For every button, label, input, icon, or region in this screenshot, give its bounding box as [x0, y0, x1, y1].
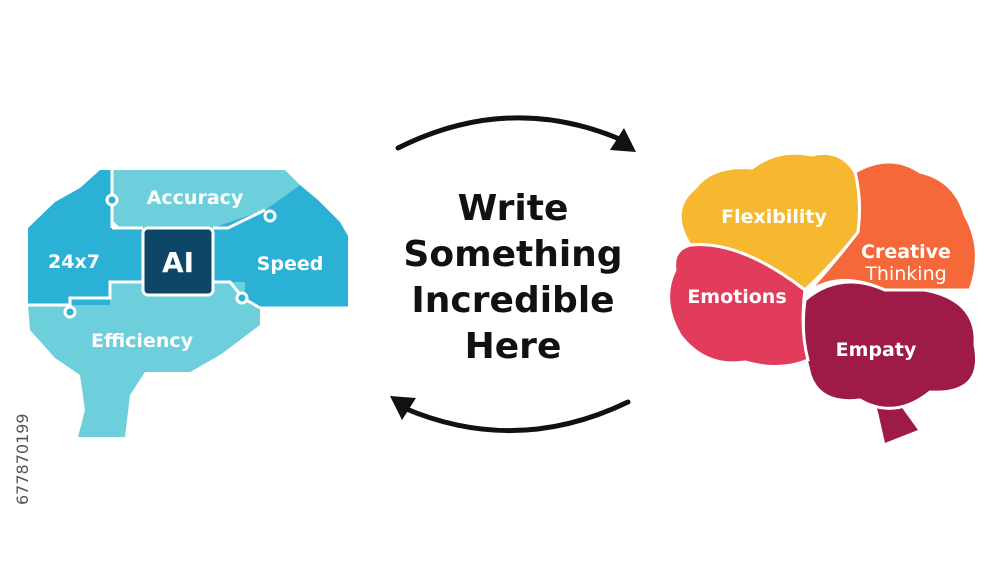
brain-label-emotions: Emotions: [687, 286, 786, 308]
arrow-left-icon: [390, 396, 631, 433]
brain-label-creative: Creative: [861, 241, 951, 263]
ai-segment-efficiency: [28, 282, 260, 437]
brain-lobe-flexibility: [678, 151, 861, 292]
ai-label-speed: Speed: [257, 253, 324, 275]
ai-circuit-lines: [28, 170, 348, 312]
center-line-2: Something: [403, 234, 622, 275]
center-line-4: Here: [465, 326, 562, 367]
ai-segment-speed: [212, 185, 348, 308]
watermark-id: 677870199: [13, 413, 32, 505]
arrow-right-icon: [395, 115, 636, 152]
ai-chip: [141, 226, 215, 297]
ai-segment-uptime: [28, 170, 145, 305]
ai-label-accuracy: Accuracy: [147, 187, 244, 209]
center-statement: Write Something Incredible Here: [403, 188, 622, 367]
ai-label-uptime: 24x7: [48, 251, 100, 273]
ai-segment-accuracy: [112, 170, 300, 228]
center-line-3: Incredible: [411, 280, 614, 321]
brain-label-empathy: Empaty: [836, 339, 917, 361]
ai-chip-label: AI: [162, 246, 194, 279]
brain-label-thinking: Thinking: [864, 263, 946, 285]
ai-brain: Accuracy 24x7 Speed Efficiency AI: [28, 170, 348, 437]
center-line-1: Write: [458, 188, 569, 229]
ai-label-efficiency: Efficiency: [91, 330, 194, 352]
ai-circuit-nodes: [63, 193, 277, 319]
brain-label-flexibility: Flexibility: [721, 206, 827, 228]
human-brain: Flexibility Creative Thinking Emotions E…: [667, 151, 978, 443]
